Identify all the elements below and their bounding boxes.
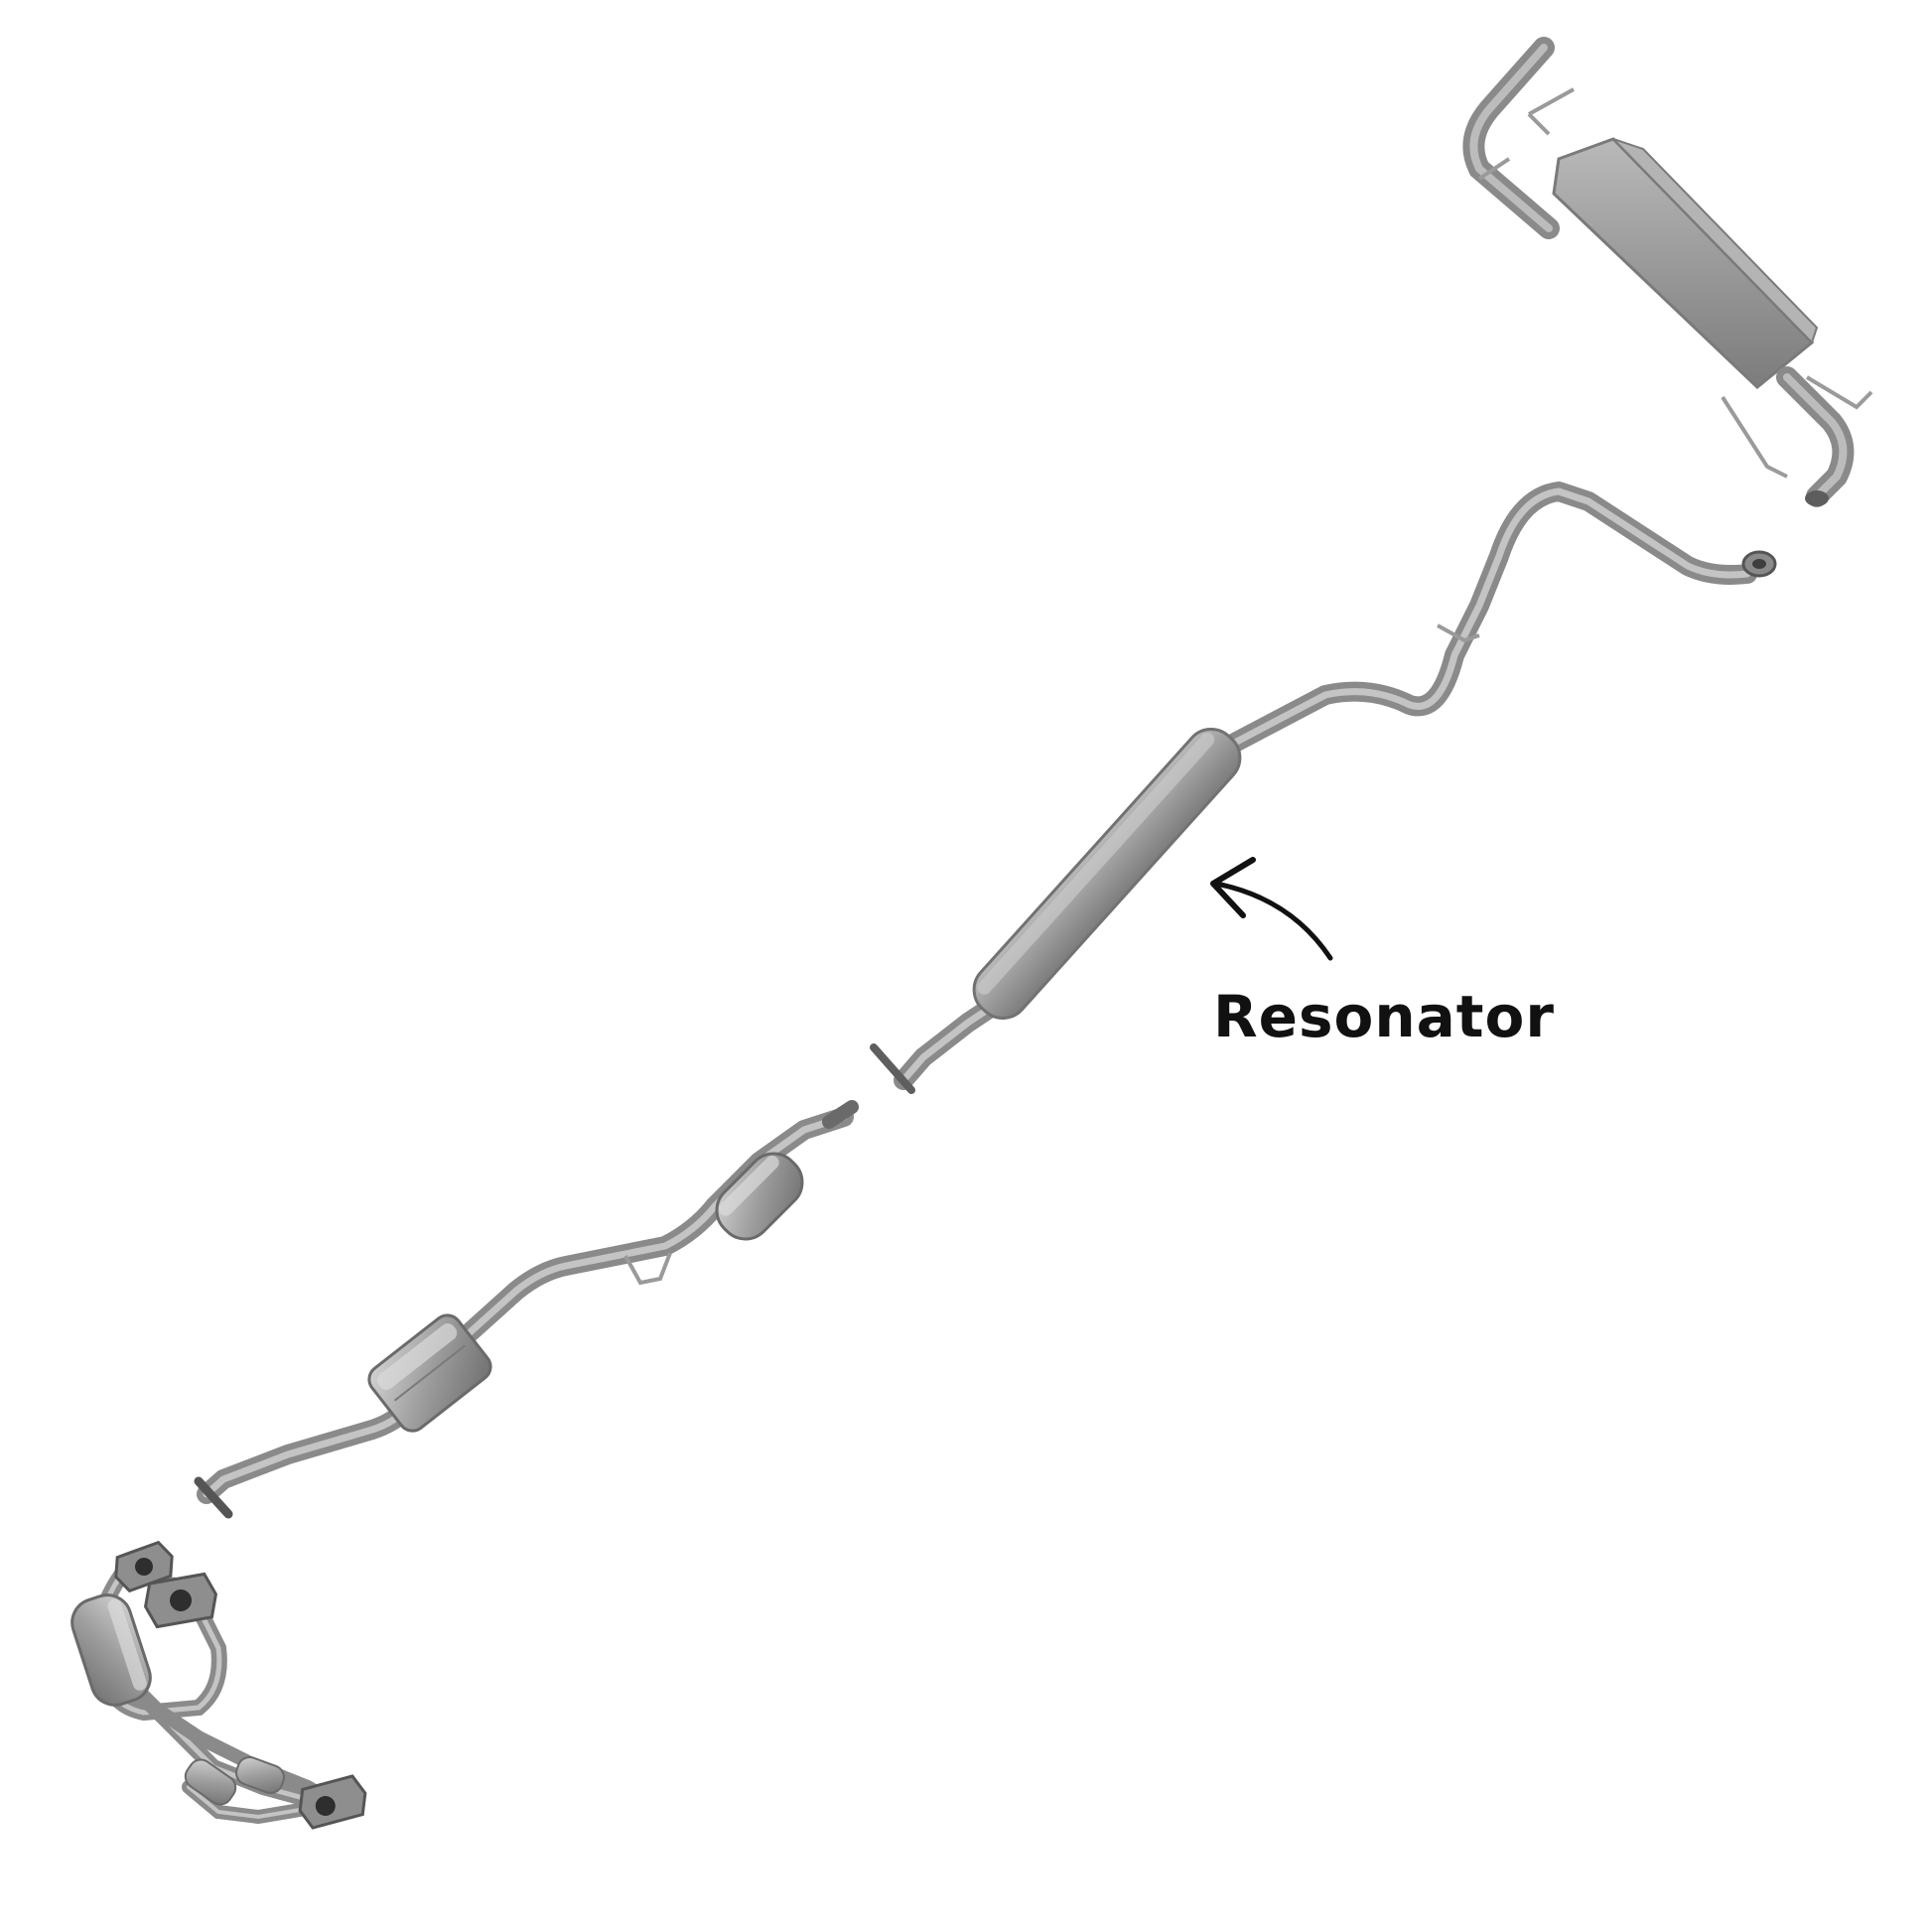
- hanger-bracket: [1477, 157, 1511, 181]
- hanger-bracket: [1805, 375, 1873, 410]
- resonator-body: [972, 728, 1242, 1020]
- header-catalytic-converter: [70, 1593, 152, 1707]
- tail-pipe-tip: [1805, 490, 1829, 506]
- header-small-converter: [184, 1758, 237, 1806]
- manifold-flange: [114, 1540, 174, 1593]
- hanger-bracket: [1437, 623, 1480, 643]
- mid-pipe-flange: [870, 1043, 915, 1094]
- hanger-bracket: [623, 1252, 672, 1286]
- front-pipe-outlet: [822, 1100, 859, 1129]
- manifold-flange: [143, 1572, 218, 1629]
- resonator-pipe-assembly: [870, 482, 1777, 1094]
- exhaust-manifold-assembly: [70, 1540, 367, 1830]
- front-pipe-assembly: [194, 1100, 859, 1519]
- resonator-pointer-arrow: [1213, 881, 1333, 961]
- catalytic-converter-lower: [367, 1313, 492, 1433]
- rear-muffler-body: [1552, 137, 1815, 389]
- header-small-converter: [235, 1756, 285, 1794]
- resonator-label: Resonator: [1213, 983, 1555, 1050]
- hanger-bracket: [1721, 395, 1788, 479]
- manifold-flange: [298, 1774, 367, 1830]
- rear-muffler-assembly: [1462, 37, 1873, 507]
- catalytic-converter-upper: [715, 1152, 804, 1241]
- hanger-bracket: [1527, 87, 1575, 136]
- front-pipe-flange: [194, 1476, 233, 1519]
- arrow-head-icon: [1210, 857, 1256, 918]
